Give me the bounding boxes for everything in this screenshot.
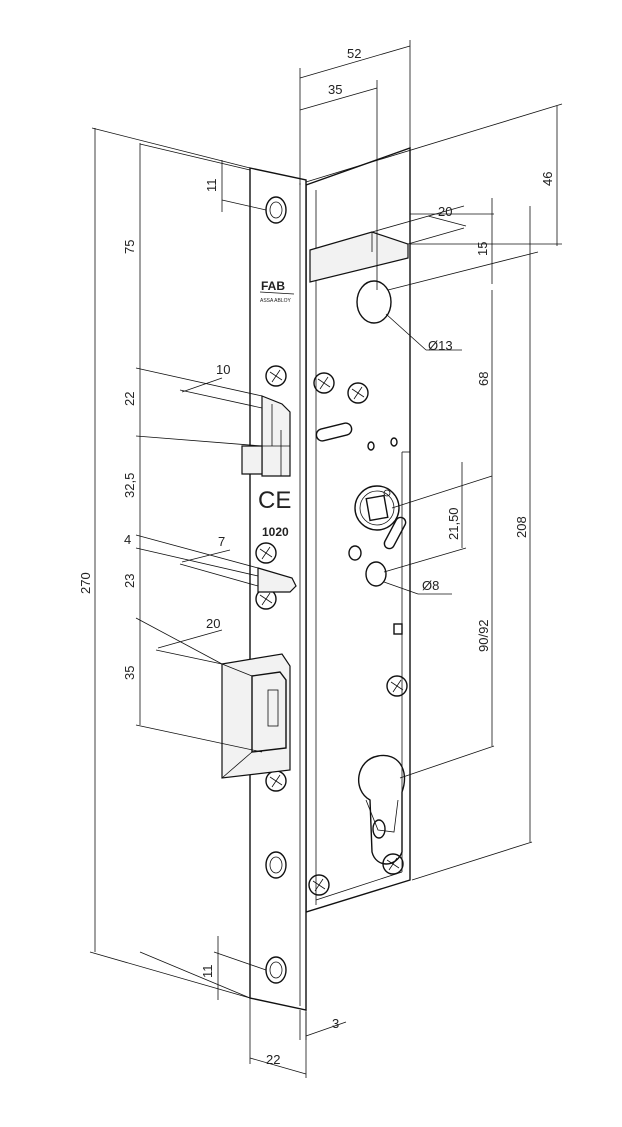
dim-11-bottom: 11 [200,965,215,979]
dim-23: 23 [122,574,137,588]
case-screw [347,382,369,404]
deadbolt [221,653,291,779]
dim-15: 15 [475,242,490,256]
follower [354,485,400,531]
dim-21-50: 21,50 [446,507,461,540]
dim-20-top: 20 [438,204,452,219]
faceplate-screw [255,542,277,564]
dim-20-bolt: 20 [206,616,220,631]
faceplate-screw [265,365,287,387]
dim-11-top: 11 [204,179,219,193]
dim-46: 46 [540,172,555,186]
ce-mark: CE [258,487,291,514]
case-screw [382,853,404,875]
case-screw [386,675,408,697]
dim-22-bottom: 22 [266,1052,280,1067]
case-screw [313,372,335,394]
dim-4: 4 [124,532,131,547]
dim-10: 10 [216,362,230,377]
latch-bolt [241,395,291,477]
spindle-hole-top [356,280,392,324]
dimension-labels: 52 35 46 20 15 Ø13 11 75 10 22 68 32,5 2… [78,46,555,1067]
dim-75: 75 [122,240,137,254]
dim-35-top: 35 [328,82,342,97]
dim-208: 208 [514,516,529,538]
dim-8: Ø8 [422,578,439,593]
case-screw [308,874,330,896]
hole-8 [365,561,387,587]
dim-68: 68 [476,372,491,386]
lock-case [305,147,411,913]
dim-7: 7 [218,534,225,549]
dim-270: 270 [78,572,93,594]
dim-3: 3 [332,1016,339,1031]
brand-logo: FAB [261,279,285,293]
dim-32-5: 32,5 [122,473,137,498]
faceplate-hole [265,851,287,879]
certification-code: 1020 [262,525,289,539]
dim-13: Ø13 [428,338,453,353]
dimension-lines [89,40,563,1078]
brand-subtext: ASSA ABLOY [260,298,292,304]
dim-22-latch: 22 [122,392,137,406]
dim-35-bolt: 35 [122,666,137,680]
dim-52: 52 [347,46,361,61]
trigger-latch [257,567,297,593]
dim-90-92: 90/92 [476,619,491,652]
